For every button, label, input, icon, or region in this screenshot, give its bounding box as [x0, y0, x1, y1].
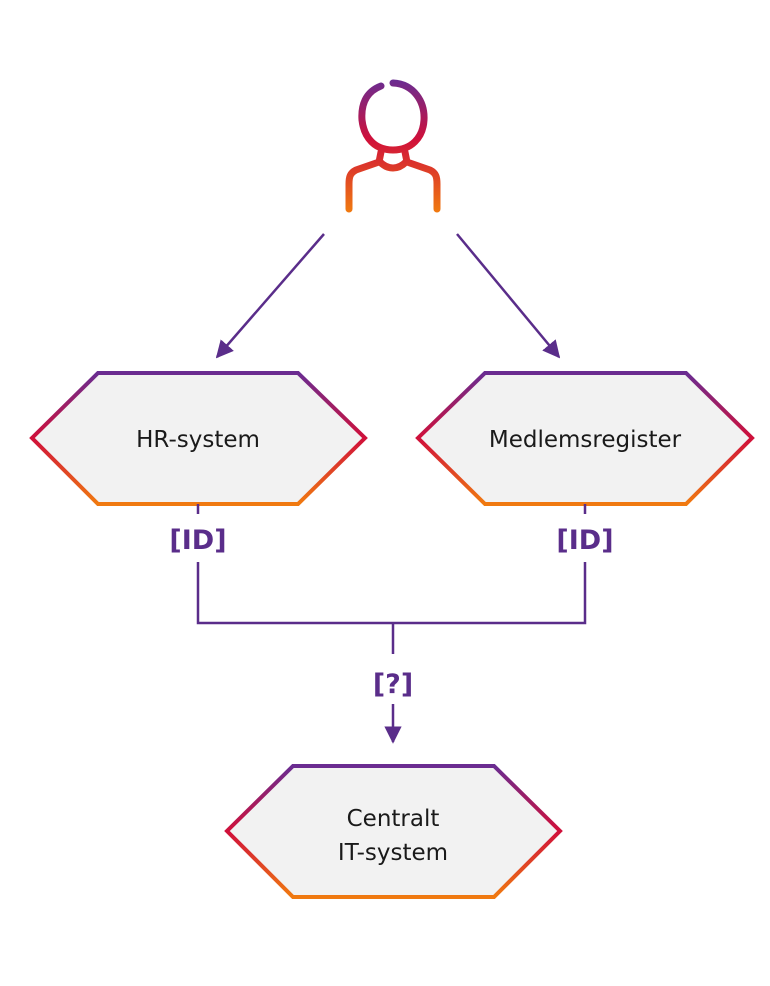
person-icon — [345, 79, 441, 213]
medlemsregister-label: Medlemsregister — [489, 427, 682, 453]
hr-system-label: HR-system — [136, 427, 260, 453]
central-it-system-node: Centralt IT-system — [224, 764, 563, 899]
arrow-person-to-medlemsregister — [456, 233, 561, 359]
hr-system-node: HR-system — [29, 371, 368, 506]
arrow-person-to-hr — [215, 233, 325, 359]
central-label-line2: IT-system — [338, 840, 448, 866]
central-label-line1: Centralt — [347, 806, 440, 832]
connector-lines — [196, 504, 587, 654]
id-label-right: [ID] — [556, 525, 613, 556]
id-label-left: [ID] — [169, 525, 226, 556]
unknown-label: [?] — [373, 669, 413, 700]
medlemsregister-node: Medlemsregister — [415, 371, 755, 506]
